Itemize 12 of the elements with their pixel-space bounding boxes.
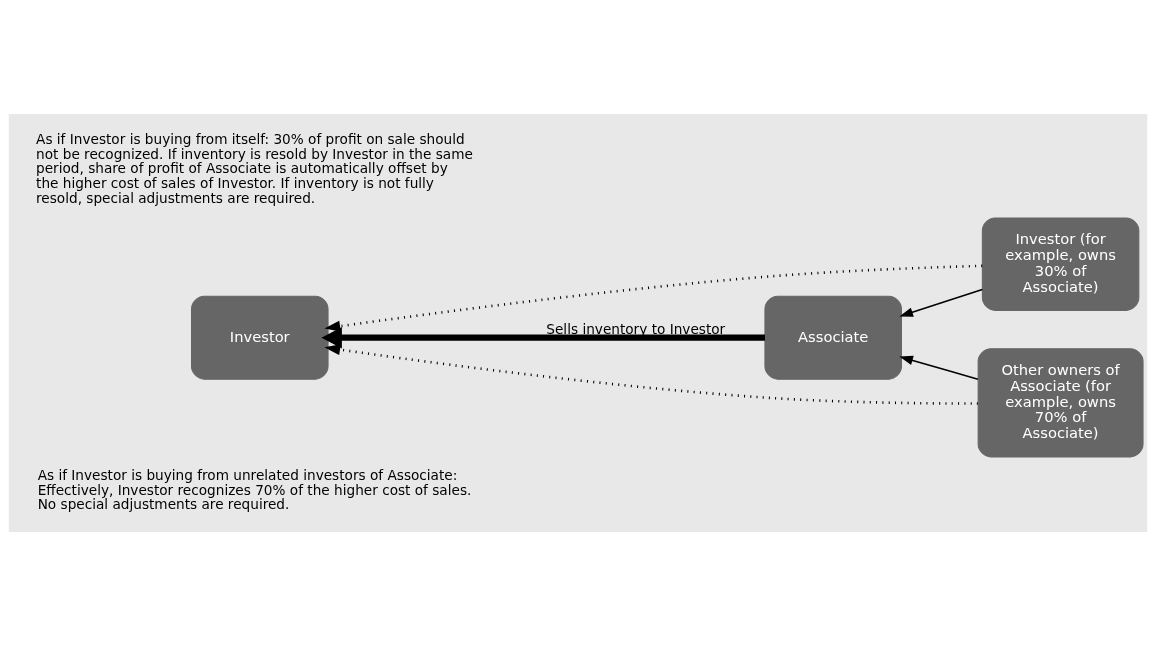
node-box: Investor (for example, owns 30% of Associate) xyxy=(981,217,1140,311)
label: As if Investor is buying from unrelated investors of Associate: Effectively, Investor recognizes 70% of the higher cost of sales. No special adjustments are required. xyxy=(37,466,472,513)
node-box: Other owners of Associate (for example, owns 70% of Associate) xyxy=(977,348,1144,458)
edge-label: Sells inventory to Investor xyxy=(546,320,726,337)
node-box: Investor xyxy=(191,295,329,380)
label: As if Investor is buying from itself: 30% of profit on sale should not be recognized. If inventory is resold by Investor in the same period, share of profit of Associate is automatically offset by the higher cost of sales of Investor. If inventory is not fully resold, special adjustments are required. xyxy=(36,130,473,206)
arrow xyxy=(321,326,765,349)
arrow xyxy=(324,344,978,405)
arrow xyxy=(899,355,979,380)
arrow xyxy=(899,288,984,317)
node-box: Associate xyxy=(764,295,902,380)
arrow xyxy=(324,264,983,332)
